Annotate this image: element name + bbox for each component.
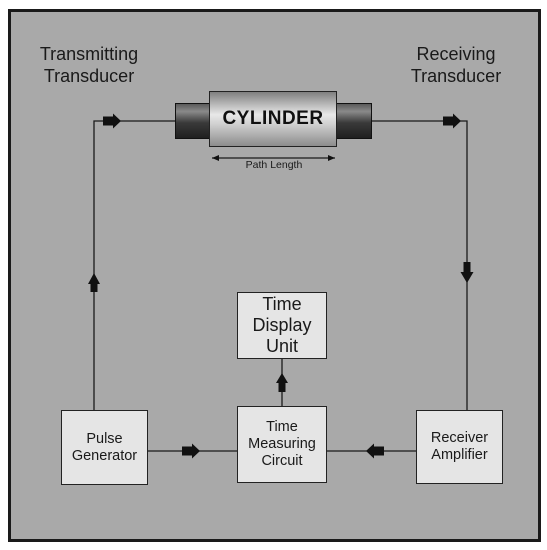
transmitting-transducer: [175, 103, 211, 139]
pulse-generator-block: Pulse Generator: [61, 410, 148, 485]
arrow-up-display: [276, 373, 288, 392]
arrow-right-bottom: [182, 443, 200, 459]
receiving-transducer: [335, 103, 372, 139]
arrow-down-right: [460, 262, 474, 283]
transmitting-transducer-label: Transmitting Transducer: [39, 44, 139, 86]
arrow-right-top-right: [443, 113, 461, 129]
path-length-arrow-right: [328, 155, 335, 161]
receiver-amplifier-block: Receiver Amplifier: [416, 410, 503, 484]
cylinder: CYLINDER: [209, 91, 337, 147]
wire-receiver-to-amplifier: [372, 120, 468, 410]
path-length-arrow-left: [212, 155, 219, 161]
arrow-up-left: [88, 273, 100, 292]
arrow-left-bottom: [366, 443, 384, 459]
time-measuring-circuit-block: Time Measuring Circuit: [237, 406, 327, 483]
wire-pulse-to-transmitter: [93, 120, 175, 410]
path-length-label: Path Length: [245, 159, 303, 171]
receiving-transducer-label: Receiving Transducer: [410, 44, 502, 86]
cylinder-label: CYLINDER: [222, 108, 324, 129]
arrow-right-top-left: [103, 113, 121, 129]
time-display-unit-block: Time Display Unit: [237, 292, 327, 359]
